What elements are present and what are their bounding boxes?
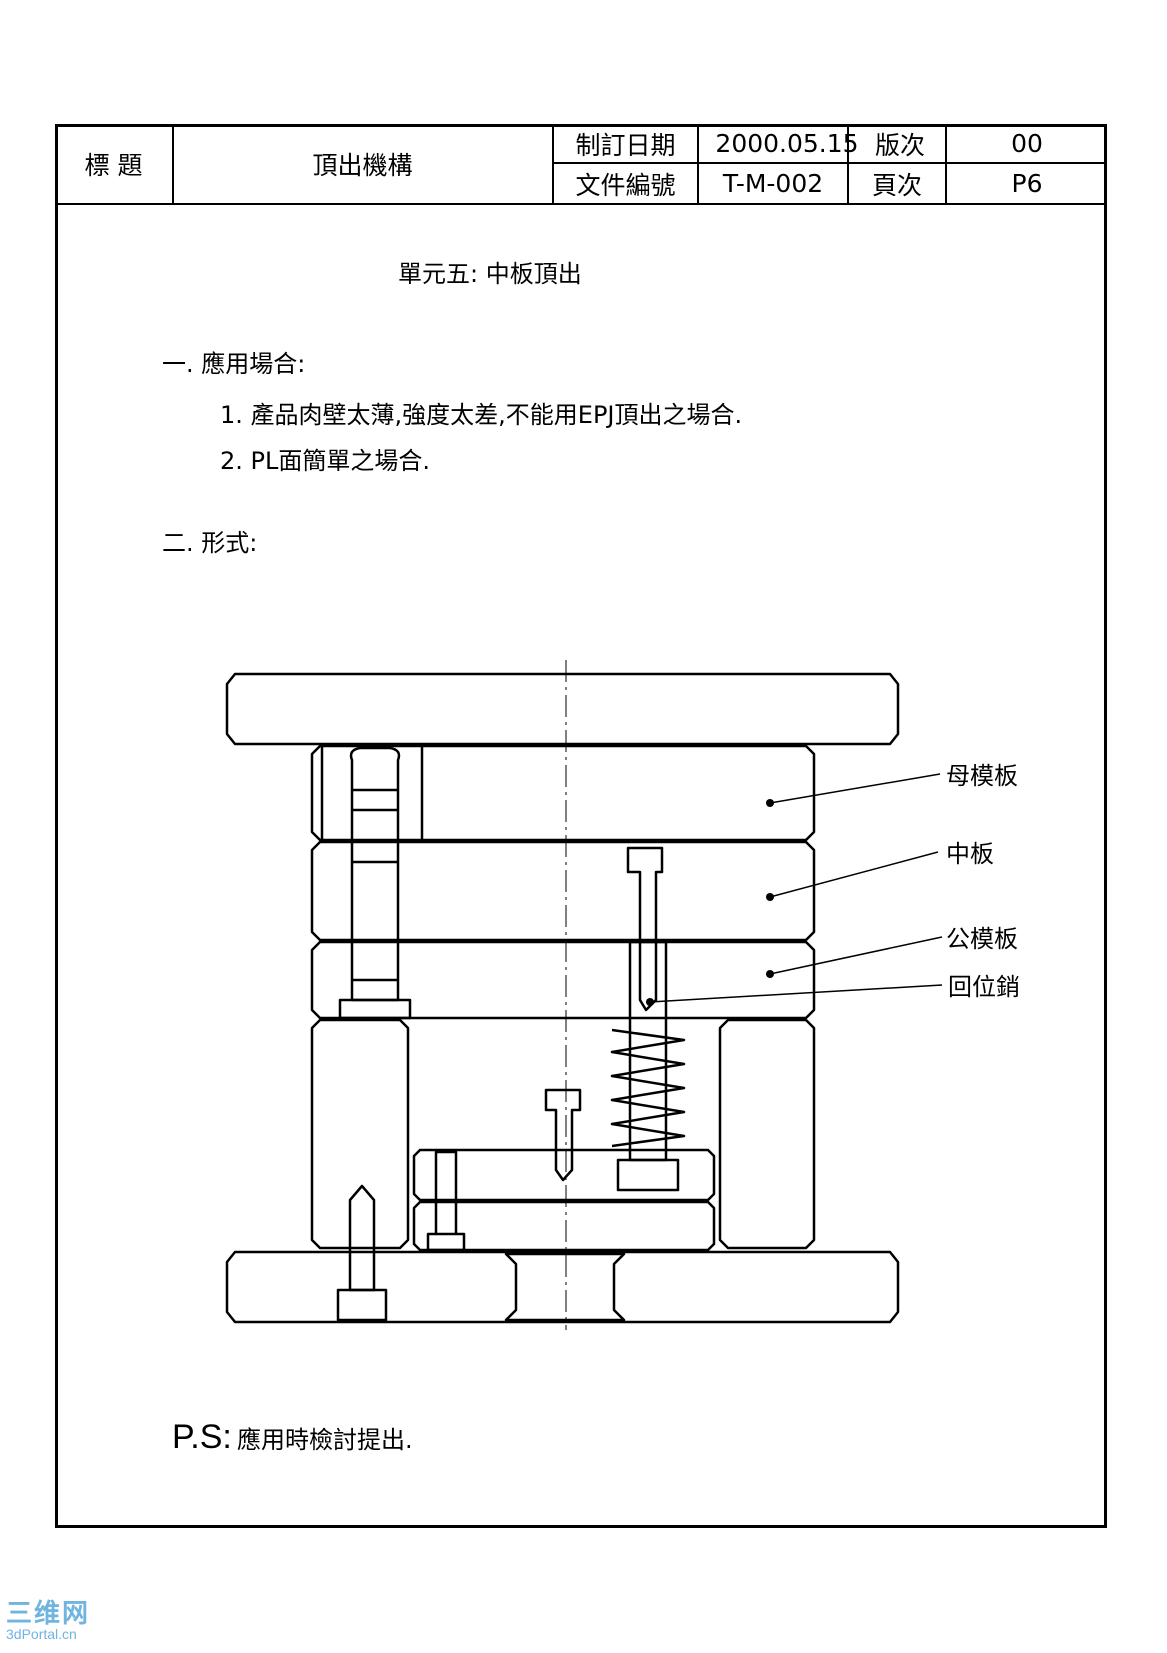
- header-mid-line: [553, 162, 1107, 164]
- document-title: 頂出機構: [312, 151, 413, 180]
- ejector-bolt: [544, 1088, 582, 1182]
- date-value: 2000.05.15: [715, 129, 859, 158]
- ejector-guide: [426, 1150, 466, 1252]
- cavity-plate: [310, 744, 816, 842]
- page-value: P6: [1011, 169, 1043, 198]
- header-divider: [945, 124, 947, 204]
- ejector-hole: [504, 1252, 626, 1322]
- header-divider: [697, 124, 699, 204]
- watermark-line2: 3dPortal.cn: [6, 1626, 77, 1642]
- watermark-logo: 三维网 3dPortal.cn: [6, 1600, 90, 1642]
- ps-text: 應用時檢討提出.: [236, 1426, 413, 1454]
- section1-heading: 一. 應用場合:: [162, 350, 306, 378]
- docno-value: T-M-002: [722, 169, 824, 198]
- header-bottom-line: [55, 203, 1107, 205]
- stripper-screw: [626, 846, 664, 1012]
- header-divider: [172, 124, 174, 204]
- watermark-line1: 三维网: [6, 1598, 91, 1628]
- date-label: 制訂日期: [575, 130, 676, 160]
- version-label: 版次: [874, 130, 925, 160]
- ps-note: P.S: 應用時檢討提出.: [172, 1418, 413, 1457]
- label-core-plate: 公模板: [946, 925, 1018, 953]
- list-item: 1. 產品肉壁太薄,強度太差,不能用EPJ頂出之場合.: [220, 401, 743, 429]
- guide-pin: [349, 746, 401, 1002]
- label-stripper-plate: 中板: [946, 840, 994, 868]
- docno-label: 文件編號: [575, 170, 676, 200]
- stripper-plate: [310, 840, 816, 942]
- support-block-left: [310, 1018, 410, 1250]
- unit-title: 單元五: 中板頂出: [398, 260, 582, 288]
- list-item: 2. PL面簡單之場合.: [220, 447, 430, 475]
- header-divider: [552, 124, 554, 204]
- top-clamp-plate: [225, 672, 900, 746]
- version-value: 00: [1011, 129, 1043, 158]
- ejector-retainer-plate: [412, 1148, 716, 1202]
- clamp-bolt: [348, 1184, 376, 1292]
- header-divider: [847, 124, 849, 204]
- support-block-right: [718, 1018, 816, 1250]
- section2-heading: 二. 形式:: [162, 529, 258, 557]
- core-plate: [310, 940, 816, 1020]
- return-spring: [610, 1028, 686, 1148]
- page-label: 頁次: [871, 170, 922, 200]
- header-table: 標 題 頂出機構 制訂日期 2000.05.15 版次 00 文件編號 T-M-…: [55, 124, 1107, 205]
- title-label: 標 題: [84, 151, 143, 180]
- label-cavity-plate: 母模板: [946, 762, 1018, 790]
- guide-bushing: [320, 746, 424, 842]
- label-return-pin: 回位銷: [948, 973, 1020, 1001]
- ps-prefix: P.S:: [172, 1418, 232, 1456]
- page-frame: [55, 124, 1107, 1528]
- bottom-clamp-plate: [225, 1250, 900, 1324]
- ejector-plate: [412, 1200, 716, 1252]
